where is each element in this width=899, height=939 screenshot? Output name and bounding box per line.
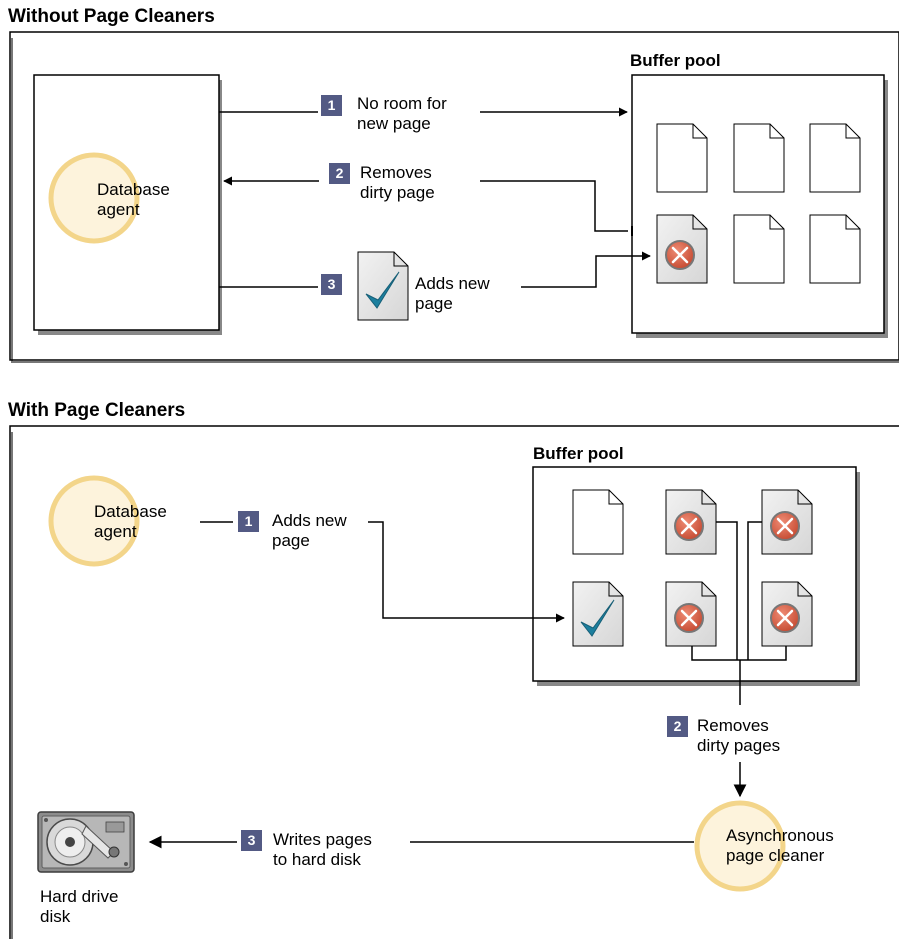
- dirty-page-icon: [656, 214, 708, 284]
- step-badge: 3: [321, 274, 342, 295]
- new-page-icon: [572, 581, 624, 647]
- section-title-without: Without Page Cleaners: [8, 6, 215, 27]
- page-icon: [809, 123, 861, 193]
- bottom-connectors: [148, 521, 787, 849]
- step-badge: 1: [238, 511, 259, 532]
- step-badge: 1: [321, 95, 342, 116]
- buffer-pool-title: Buffer pool: [533, 444, 624, 463]
- page-icon: [656, 123, 708, 193]
- new-page-icon: [357, 251, 409, 321]
- agent-label: Database agent: [97, 180, 170, 219]
- top-panel: [9, 31, 899, 363]
- step-badge: 2: [329, 163, 350, 184]
- page-icon: [572, 489, 624, 555]
- page-icon: [733, 214, 785, 284]
- step-badge: 2: [667, 716, 688, 737]
- step-label: Writes pages to hard disk: [273, 830, 372, 869]
- page-icon: [733, 123, 785, 193]
- dirty-page-icon: [761, 581, 813, 647]
- agent-label: Database agent: [94, 502, 167, 541]
- top-connectors: [219, 107, 651, 288]
- dirty-page-icon: [761, 489, 813, 555]
- step-label: Adds new page: [272, 511, 347, 550]
- page-icon: [809, 214, 861, 284]
- page-cleaner-label: Asynchronous page cleaner: [726, 826, 834, 865]
- step-label: Adds new page: [415, 274, 490, 313]
- step-label: No room for new page: [357, 94, 447, 133]
- section-title-with: With Page Cleaners: [8, 400, 186, 421]
- hard-drive-icon: [37, 811, 135, 873]
- buffer-pool-title: Buffer pool: [630, 51, 721, 70]
- agent-circle-icon: [48, 475, 140, 567]
- dirty-page-icon: [665, 581, 717, 647]
- step-badge: 3: [241, 830, 262, 851]
- buffer-pool-box: [631, 74, 888, 338]
- agent-circle-icon: [694, 800, 786, 892]
- hard-drive-label: Hard drive disk: [40, 887, 119, 926]
- agent-circle-icon: [48, 152, 140, 244]
- step-label: Removes dirty page: [360, 163, 435, 202]
- step-label: Removes dirty pages: [697, 716, 781, 755]
- bottom-panel: [9, 425, 899, 939]
- dirty-page-icon: [665, 489, 717, 555]
